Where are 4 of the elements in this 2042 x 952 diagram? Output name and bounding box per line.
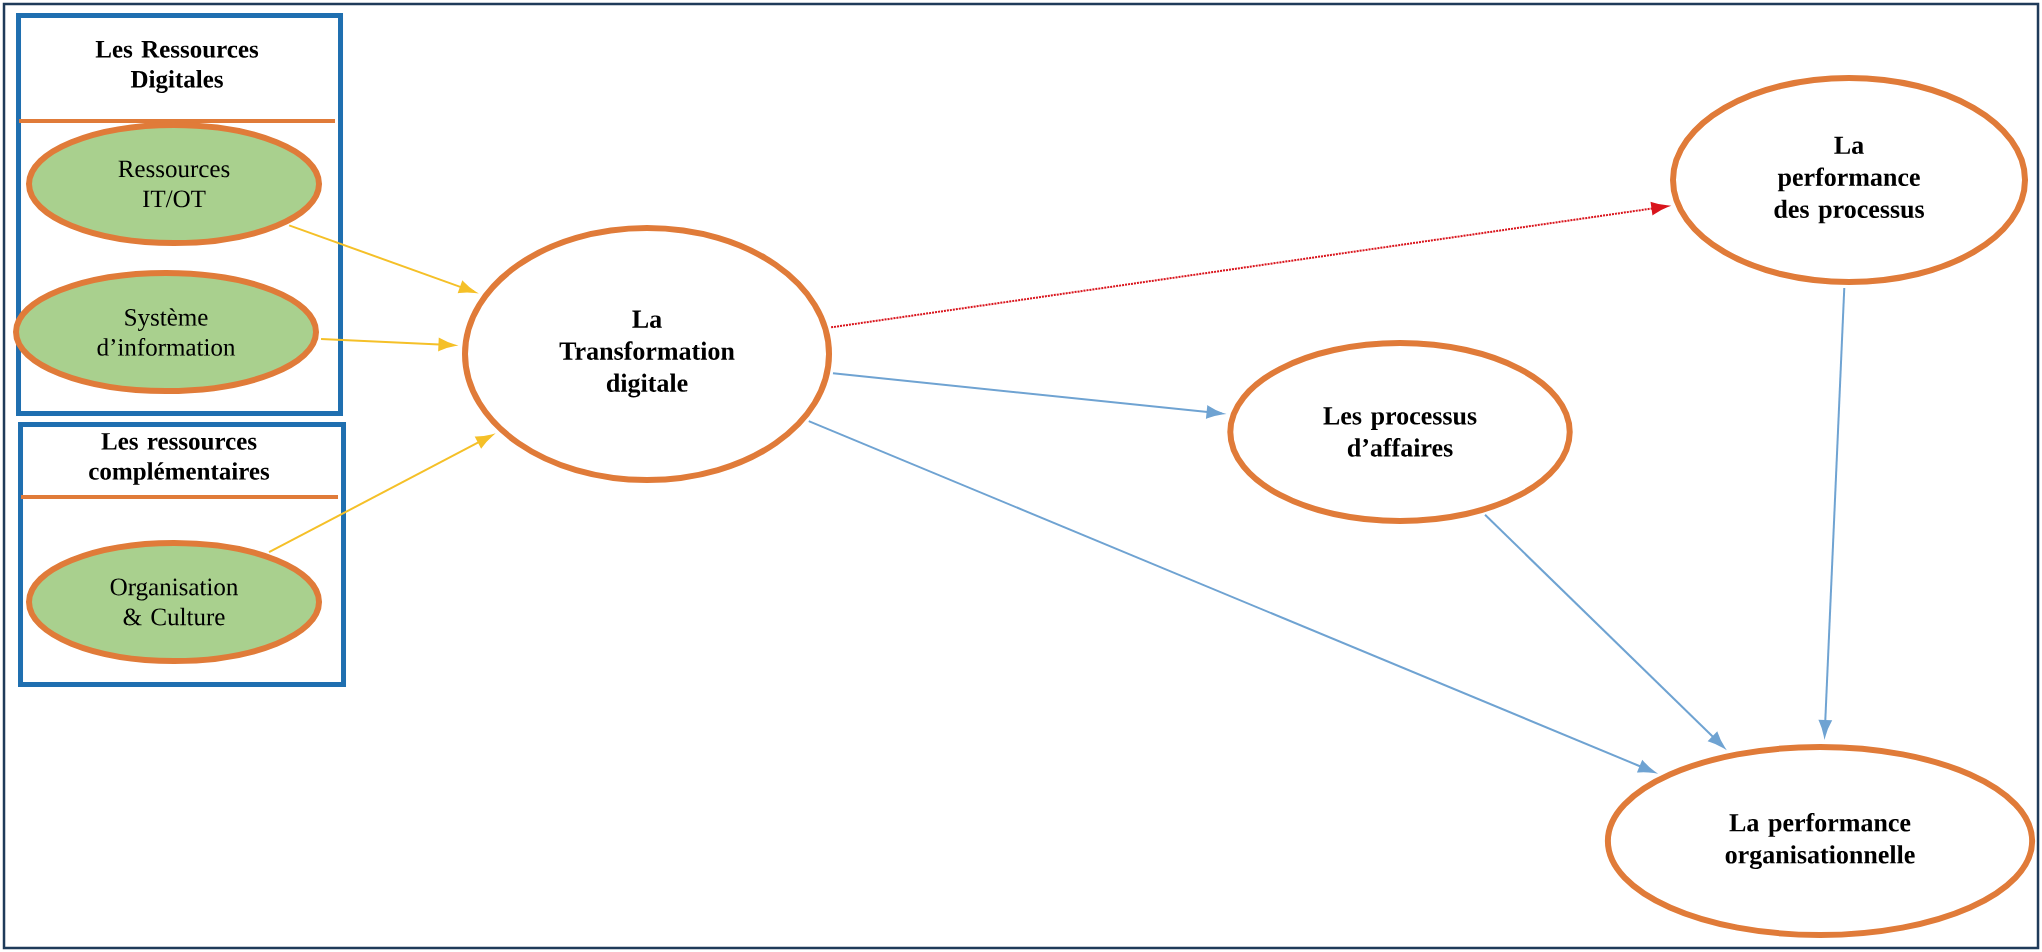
- arrow: [320, 338, 456, 351]
- arrow: [832, 372, 1224, 419]
- arrow: [830, 202, 1668, 329]
- arrow: [268, 434, 493, 554]
